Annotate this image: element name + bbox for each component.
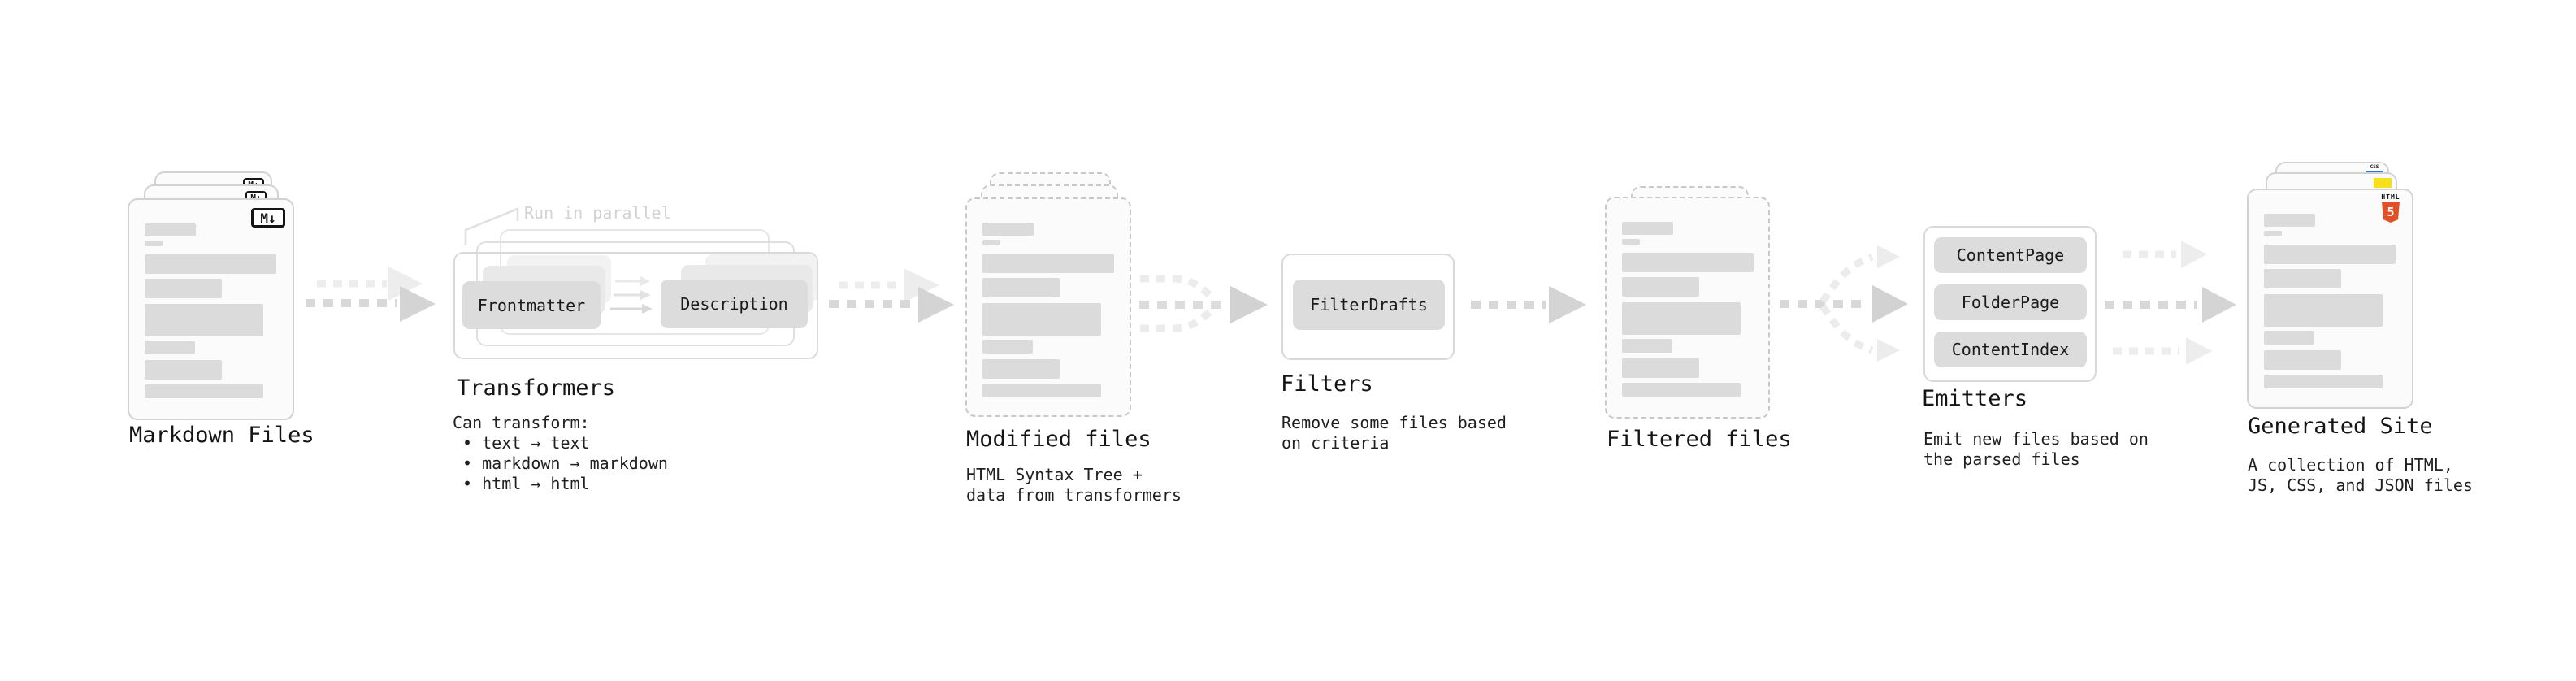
transformers-desc-bullet: • text → text bbox=[453, 433, 590, 453]
text-placeholder-bar bbox=[145, 279, 222, 298]
text-placeholder-bar bbox=[2264, 294, 2383, 327]
text-placeholder-bar bbox=[145, 241, 163, 246]
transformer-pill-frontmatter: Frontmatter bbox=[462, 281, 601, 329]
js-icon bbox=[2374, 178, 2392, 188]
text-placeholder-bar bbox=[1622, 383, 1741, 397]
arrow-emitters-to-generated bbox=[2105, 241, 2236, 365]
text-placeholder-bar bbox=[2264, 214, 2315, 227]
text-placeholder-bar bbox=[2264, 331, 2314, 345]
text-placeholder-bar bbox=[1622, 222, 1673, 235]
text-placeholder-bar bbox=[2264, 245, 2396, 264]
text-placeholder-bar bbox=[2264, 350, 2341, 370]
text-placeholder-bar bbox=[982, 359, 1060, 379]
emitter-pill-folderpage: FolderPage bbox=[1934, 284, 2087, 320]
emitters-subtitle-line: Emit new files based on bbox=[1923, 429, 2149, 449]
text-placeholder-bar bbox=[145, 360, 222, 380]
text-placeholder-bar bbox=[1622, 277, 1699, 297]
html5-icon: HTML 5 bbox=[2380, 194, 2401, 223]
text-placeholder-bar bbox=[145, 384, 263, 398]
transformer-pill-description: Description bbox=[661, 280, 808, 328]
text-placeholder-bar bbox=[2264, 375, 2383, 388]
text-placeholder-bar bbox=[145, 223, 196, 236]
transformers-desc-bullet: • markdown → markdown bbox=[453, 453, 668, 473]
transformer-panel-front bbox=[453, 252, 818, 359]
text-placeholder-bar bbox=[982, 254, 1114, 273]
stage-title-modified-files: Modified files bbox=[966, 427, 1151, 452]
stage-title-filters: Filters bbox=[1281, 371, 1373, 397]
text-placeholder-bar bbox=[982, 240, 1000, 245]
modified-files-subtitle-line: HTML Syntax Tree + bbox=[966, 465, 1143, 484]
text-placeholder-bar bbox=[982, 223, 1034, 236]
filtered-doc-front bbox=[1605, 197, 1770, 419]
stage-title-generated-site: Generated Site bbox=[2248, 414, 2433, 439]
stage-title-markdown-files: Markdown Files bbox=[129, 423, 314, 448]
text-placeholder-bar bbox=[1622, 253, 1754, 272]
markdown-doc-front: M↓ bbox=[128, 198, 294, 420]
modified-files-subtitle-line: data from transformers bbox=[966, 485, 1182, 505]
arrow-modified-to-filters-merge bbox=[1139, 275, 1268, 332]
css-icon: CSS bbox=[2366, 163, 2383, 173]
stage-title-transformers: Transformers bbox=[457, 375, 616, 401]
text-placeholder-bar bbox=[145, 254, 276, 274]
stage-title-emitters: Emitters bbox=[1922, 386, 2028, 411]
generated-doc-front: HTML 5 bbox=[2247, 189, 2413, 409]
text-placeholder-bar bbox=[145, 304, 263, 336]
html5-icon-shield: 5 bbox=[2382, 202, 2400, 223]
text-placeholder-bar bbox=[982, 303, 1101, 336]
html5-icon-word: HTML bbox=[2381, 193, 2400, 201]
text-placeholder-bar bbox=[982, 278, 1060, 297]
emitters-subtitle-line: the parsed files bbox=[1923, 449, 2080, 469]
text-placeholder-bar bbox=[1622, 239, 1640, 245]
run-in-parallel-note: Run in parallel bbox=[524, 203, 671, 223]
filter-pill-filterdrafts: FilterDrafts bbox=[1293, 280, 1445, 330]
modified-doc-front bbox=[965, 197, 1131, 417]
text-placeholder-bar bbox=[1622, 339, 1672, 353]
text-placeholder-bar bbox=[982, 384, 1101, 397]
text-placeholder-bar bbox=[145, 340, 195, 354]
text-placeholder-bar bbox=[1622, 302, 1741, 335]
emitter-pill-contentpage: ContentPage bbox=[1934, 237, 2087, 273]
arrow-filters-to-filtered bbox=[1471, 286, 1586, 323]
text-placeholder-bar bbox=[2264, 231, 2282, 236]
generated-site-subtitle-line: JS, CSS, and JSON files bbox=[2248, 475, 2473, 495]
filters-subtitle-line: on criteria bbox=[1281, 433, 1390, 453]
transformers-desc-header: Can transform: bbox=[453, 413, 590, 432]
arrow-filtered-to-emitters-split bbox=[1780, 245, 1908, 362]
emitter-pill-contentindex: ContentIndex bbox=[1934, 332, 2087, 367]
transformers-desc-bullet: • html → html bbox=[453, 474, 590, 493]
text-placeholder-bar bbox=[1622, 358, 1699, 378]
text-placeholder-bar bbox=[982, 340, 1033, 354]
filters-subtitle-line: Remove some files based bbox=[1281, 413, 1507, 432]
arrow-transformers-to-modified bbox=[829, 268, 954, 323]
stage-title-filtered-files: Filtered files bbox=[1607, 427, 1792, 452]
generated-site-subtitle-line: A collection of HTML, bbox=[2248, 455, 2453, 475]
arrow-markdown-to-transformers bbox=[306, 267, 436, 322]
text-placeholder-bar bbox=[2264, 269, 2341, 288]
markdown-icon: M↓ bbox=[251, 208, 285, 228]
